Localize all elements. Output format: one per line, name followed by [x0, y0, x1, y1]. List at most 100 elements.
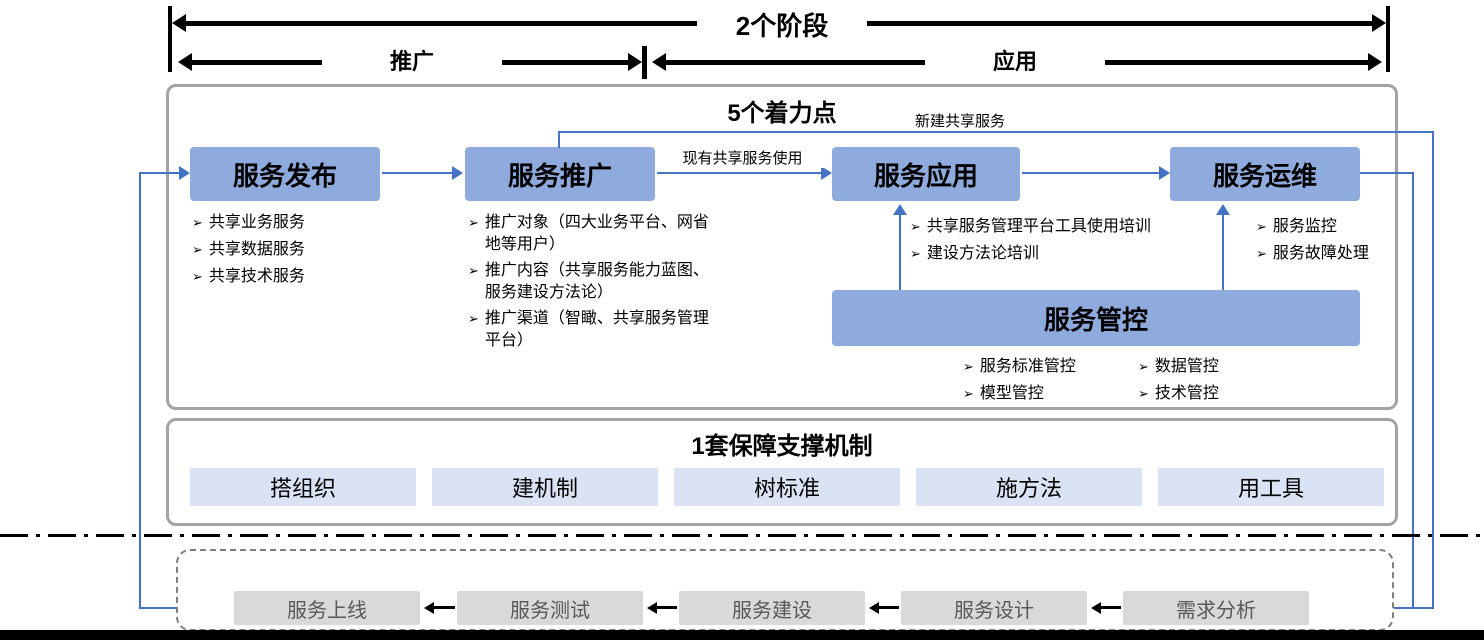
stage-count-label: 2个阶段 — [697, 6, 867, 46]
bullet-icon: ➢ — [1256, 246, 1267, 262]
list-item: ➢ 服务故障处理 — [1256, 243, 1416, 265]
focus-container — [166, 84, 1398, 410]
pipeline-arrow-line — [434, 606, 455, 609]
list-item: ➢ 建设方法论培训 — [910, 243, 1190, 265]
new-service-label: 新建共享服务 — [890, 110, 1030, 131]
box-service-apply: 服务应用 — [832, 147, 1020, 201]
mechanism-item: 树标准 — [674, 468, 900, 506]
flow-arrowhead-right-icon — [452, 166, 463, 180]
flow-arrowhead-right-icon — [1159, 166, 1170, 180]
arrowhead-left-icon — [178, 53, 192, 71]
connector-line — [139, 172, 141, 609]
bullet-text: 推广渠道（智瞰、共享服务管理平台） — [484, 310, 709, 349]
control-bullet-col2: ➢ 数据管控 ➢ 技术管控 — [1138, 356, 1288, 410]
mechanism-item: 建机制 — [432, 468, 658, 506]
pipeline-arrow-line — [879, 606, 899, 609]
bullet-icon: ➢ — [963, 386, 974, 402]
bullet-icon: ➢ — [963, 359, 974, 374]
list-item: ➢ 共享业务服务 — [192, 212, 422, 234]
flow-arrowhead-right-icon — [179, 166, 190, 180]
list-item: ➢ 推广渠道（智瞰、共享服务管理平台） — [468, 308, 718, 351]
arrowhead-left-icon — [652, 53, 666, 71]
connector-line — [899, 213, 901, 290]
mechanism-item: 搭组织 — [190, 468, 416, 506]
bullet-icon: ➢ — [192, 215, 203, 230]
bullet-text: 推广内容（共享服务能力蓝图、服务建设方法论） — [484, 262, 709, 301]
bullet-text: 模型管控 — [979, 385, 1044, 403]
bullet-text: 推广对象（四大业务平台、网省地等用户） — [484, 214, 709, 253]
box-service-promote: 服务推广 — [465, 147, 655, 201]
connector-line — [1360, 172, 1414, 174]
arrowhead-right-icon — [628, 53, 642, 71]
bullet-icon: ➢ — [468, 311, 479, 327]
bullet-icon: ➢ — [192, 269, 203, 285]
bullet-icon: ➢ — [468, 263, 479, 279]
mechanism-item: 用工具 — [1158, 468, 1384, 506]
arrowhead-right-icon — [1368, 53, 1382, 71]
bullet-icon: ➢ — [1256, 219, 1267, 234]
flow-arrowhead-up-icon — [893, 204, 907, 215]
pipeline-arrowhead-left-icon — [869, 602, 879, 614]
bullet-icon: ➢ — [1138, 386, 1149, 402]
control-bullet-col1: ➢服务标准管控 ➢模型管控 — [963, 356, 1133, 410]
bullet-icon: ➢ — [1138, 359, 1149, 374]
flow-line — [657, 172, 824, 174]
box-service-control: 服务管控 — [832, 290, 1360, 346]
list-item: ➢ 推广对象（四大业务平台、网省地等用户） — [468, 212, 718, 255]
bullet-icon: ➢ — [910, 246, 921, 262]
list-item: ➢ 模型管控 — [963, 383, 1133, 405]
bullet-text: 服务监控 — [1272, 218, 1337, 235]
pipeline-step-requirements: 需求分析 — [1123, 591, 1309, 625]
operate-bullet-list: ➢ 服务监控 ➢ 服务故障处理 — [1256, 216, 1416, 270]
list-item: ➢ 服务监控 — [1256, 216, 1416, 238]
stage-apply-label: 应用 — [925, 45, 1105, 79]
list-item: ➢共享数据服务 — [192, 239, 422, 261]
list-item: ➢ 共享服务管理平台工具使用培训 — [910, 216, 1190, 238]
box-service-operate: 服务运维 — [1170, 147, 1360, 201]
stage-divider-bar — [642, 46, 647, 79]
bullet-icon: ➢ — [468, 215, 479, 230]
pipeline-arrow-line — [1101, 606, 1121, 609]
existing-service-label: 现有共享服务使用 — [655, 147, 830, 168]
pipeline-arrowhead-left-icon — [424, 602, 434, 614]
mechanism-item: 施方法 — [916, 468, 1142, 506]
connector-line — [1412, 172, 1414, 609]
apply-bullet-list: ➢ 共享服务管理平台工具使用培训 ➢ 建设方法论培训 — [910, 216, 1190, 270]
flow-arrowhead-right-icon — [821, 166, 832, 180]
arrow-endcap-right — [1386, 6, 1390, 72]
promote-bullet-list: ➢ 推广对象（四大业务平台、网省地等用户） ➢ 推广内容（共享服务能力蓝图、服务建设… — [468, 212, 718, 357]
bullet-icon: ➢ — [910, 219, 921, 234]
connector-line — [139, 172, 181, 174]
flow-line — [382, 172, 453, 174]
mechanism-title: 1套保障支撑机制 — [691, 433, 873, 460]
pipeline-arrow-line — [657, 606, 677, 609]
bullet-text: 共享业务服务 — [208, 214, 305, 231]
bottom-border-bar — [0, 630, 1484, 640]
list-item: ➢ 数据管控 — [1138, 356, 1288, 378]
arrow-endcap-left — [168, 6, 172, 72]
bullet-text: 共享服务管理平台工具使用培训 — [926, 218, 1151, 235]
bullet-text: 建设方法论培训 — [926, 245, 1039, 263]
list-item: ➢ 共享技术服务 — [192, 266, 422, 288]
bullet-text: 数据管控 — [1154, 358, 1219, 375]
pipeline-arrowhead-left-icon — [1091, 602, 1101, 614]
flow-arrowhead-up-icon — [1216, 204, 1230, 215]
bullet-text: 技术管控 — [1154, 385, 1219, 403]
pipeline-step-test: 服务测试 — [457, 591, 643, 625]
connector-line — [1432, 131, 1434, 609]
bullet-text: 共享技术服务 — [208, 268, 305, 286]
box-service-publish: 服务发布 — [190, 147, 380, 201]
list-item: ➢ 技术管控 — [1138, 383, 1288, 405]
connector-line — [558, 131, 1434, 133]
arrowhead-left-icon — [172, 14, 186, 32]
stage-promote-label: 推广 — [322, 45, 502, 79]
connector-line — [1222, 213, 1224, 290]
flow-line — [1022, 172, 1160, 174]
arrowhead-right-icon — [1372, 14, 1386, 32]
pipeline-step-build: 服务建设 — [679, 591, 865, 625]
connector-line — [558, 131, 560, 148]
publish-bullet-list: ➢ 共享业务服务 ➢共享数据服务 ➢ 共享技术服务 — [192, 212, 422, 293]
bullet-text: 服务故障处理 — [1272, 245, 1369, 263]
bullet-text: 共享数据服务 — [208, 241, 305, 259]
